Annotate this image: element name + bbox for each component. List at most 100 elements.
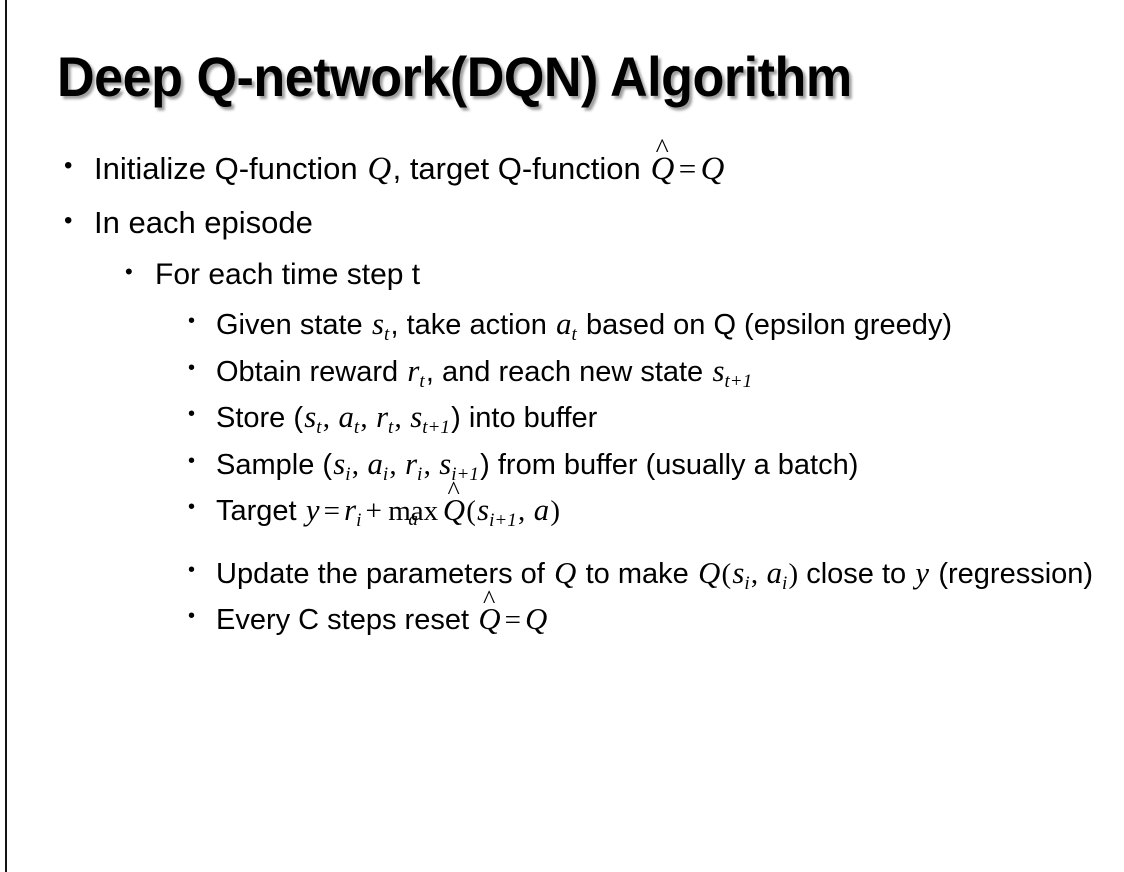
slide-title: Deep Q-network(DQN) Algorithm: [57, 45, 852, 108]
math-var-a: ai: [765, 555, 788, 593]
math-var-q-2: Q: [698, 555, 721, 590]
bullet-obtain-reward-reach-new-state: • Obtain reward rt, and reach new state …: [0, 351, 1124, 392]
text-segment: Sample (: [216, 448, 333, 481]
math-subscript: t: [388, 417, 394, 439]
math-var-r-base: r: [405, 446, 418, 481]
math-var-s-base: s: [477, 493, 490, 528]
math-subscript: i: [417, 463, 423, 485]
bullet-marker: •: [64, 152, 73, 179]
math-paren-close: ): [788, 557, 799, 590]
text-segment: Target: [216, 495, 305, 528]
text-segment: Given state: [216, 309, 371, 341]
circumflex-accent: ^: [483, 585, 496, 615]
math-subscript: t: [419, 370, 425, 392]
math-comma: ,: [750, 557, 766, 590]
bullet-marker: •: [188, 558, 196, 581]
bullet-for-each-time-step: • For each time step t: [0, 255, 1124, 294]
text-segment: , target Q-function: [392, 151, 650, 186]
math-subscript: i: [382, 463, 389, 485]
math-comma: ,: [351, 448, 367, 481]
bullet-marker: •: [64, 206, 73, 234]
math-var-s: si: [731, 555, 751, 593]
math-subscript: i+1: [489, 510, 517, 532]
math-var-s: st: [371, 307, 391, 344]
slide-body: • Initialize Q-function Q , target Q-func…: [0, 135, 1124, 646]
bullet-every-c-steps-reset: • Every C steps reset ^Q=Q: [0, 587, 1124, 640]
math-subscript: i: [744, 572, 750, 594]
math-var-a-base: a: [766, 555, 782, 590]
bullet-sample-from-buffer: • Sample (si, ai, ri, si+1) from buffer …: [0, 444, 1124, 485]
math-var-s-base: s: [439, 446, 452, 481]
text-segment: , take action: [390, 309, 555, 341]
slide-left-edge-rule: [5, 0, 7, 872]
math-subscript: t: [571, 324, 577, 346]
bullet-in-each-episode: • In each episode: [0, 203, 1124, 243]
text-segment: to make: [577, 557, 697, 590]
math-subscript: t: [383, 324, 390, 346]
math-subscript: i: [356, 510, 362, 532]
math-var-s-base: s: [304, 400, 317, 435]
bullet-text: Sample (si, ai, ri, si+1) from buffer (u…: [216, 444, 1096, 485]
math-comma: ,: [389, 448, 404, 481]
math-plus: +: [365, 495, 382, 528]
math-var-r-base: r: [376, 400, 389, 435]
bullet-text: In each episode: [94, 204, 313, 240]
bullet-marker: •: [188, 605, 196, 628]
math-var-a: at: [337, 400, 360, 437]
math-var-a: at: [555, 307, 578, 344]
bullet-text: Every C steps reset ^Q=Q: [216, 587, 1096, 640]
circumflex-accent: ^: [655, 133, 669, 165]
math-var-a: ai: [366, 447, 389, 484]
math-var-r: ri: [404, 446, 424, 484]
math-max-limit: a: [408, 508, 418, 530]
math-var-r: ri: [343, 493, 363, 530]
math-var-q: Q: [525, 602, 548, 637]
math-var-q-rhs: Q: [700, 151, 725, 187]
math-var-r: rt: [375, 400, 395, 437]
math-comma: ,: [394, 402, 410, 435]
text-segment: Update the parameters of: [216, 557, 553, 590]
text-segment: Every C steps reset: [216, 604, 478, 637]
math-paren-open: (: [466, 495, 476, 528]
text-segment: ) from buffer (usually a batch): [480, 448, 859, 481]
math-var-s-2: si+1: [438, 446, 480, 484]
math-var-r-base: r: [344, 493, 357, 528]
text-segment: Store (: [216, 402, 304, 435]
math-q-hat: ^Q: [442, 478, 467, 531]
bullet-initialize-q-function: • Initialize Q-function Q , target Q-func…: [0, 135, 1124, 191]
math-var-r-base: r: [407, 353, 420, 388]
math-max-label: max: [388, 495, 439, 528]
math-subscript: t+1: [422, 417, 450, 439]
math-var-s-2: st+1: [409, 400, 451, 437]
bullet-given-state-take-action: • Given state st, take action at based o…: [0, 304, 1124, 345]
text-segment: Initialize Q-function: [94, 151, 367, 186]
math-var-s: st+1: [711, 353, 753, 391]
text-segment: , and reach new state: [425, 355, 712, 388]
text-segment: close to: [798, 557, 915, 590]
text-segment: based on Q (epsilon greedy): [578, 309, 952, 341]
bullet-store-transition-into-buffer: • Store (st, at, rt, st+1) into buffer: [0, 397, 1124, 438]
bullet-text: Given state st, take action at based on …: [216, 304, 1096, 345]
text-segment: ) into buffer: [451, 402, 598, 435]
bullet-text: Store (st, at, rt, st+1) into buffer: [216, 397, 1096, 438]
math-var-s-1: si: [332, 447, 352, 484]
text-segment: Obtain reward: [216, 355, 407, 388]
bullet-marker: •: [188, 403, 196, 426]
math-var-s-base: s: [732, 555, 745, 590]
math-var-a-base: a: [556, 307, 572, 341]
math-subscript: i: [781, 572, 788, 594]
bullet-update-parameters-regression: • Update the parameters of Q to make Q(s…: [0, 553, 1124, 594]
math-equals: =: [323, 495, 341, 528]
math-subscript: t: [316, 417, 322, 439]
math-var-q-hat-base: Q: [478, 602, 501, 637]
bullet-marker: •: [188, 496, 196, 519]
math-subscript: i: [345, 463, 351, 485]
math-var-s-base: s: [712, 353, 725, 388]
math-paren-close: ): [550, 495, 560, 528]
bullet-marker: •: [188, 356, 196, 379]
math-subscript: t: [353, 417, 360, 439]
